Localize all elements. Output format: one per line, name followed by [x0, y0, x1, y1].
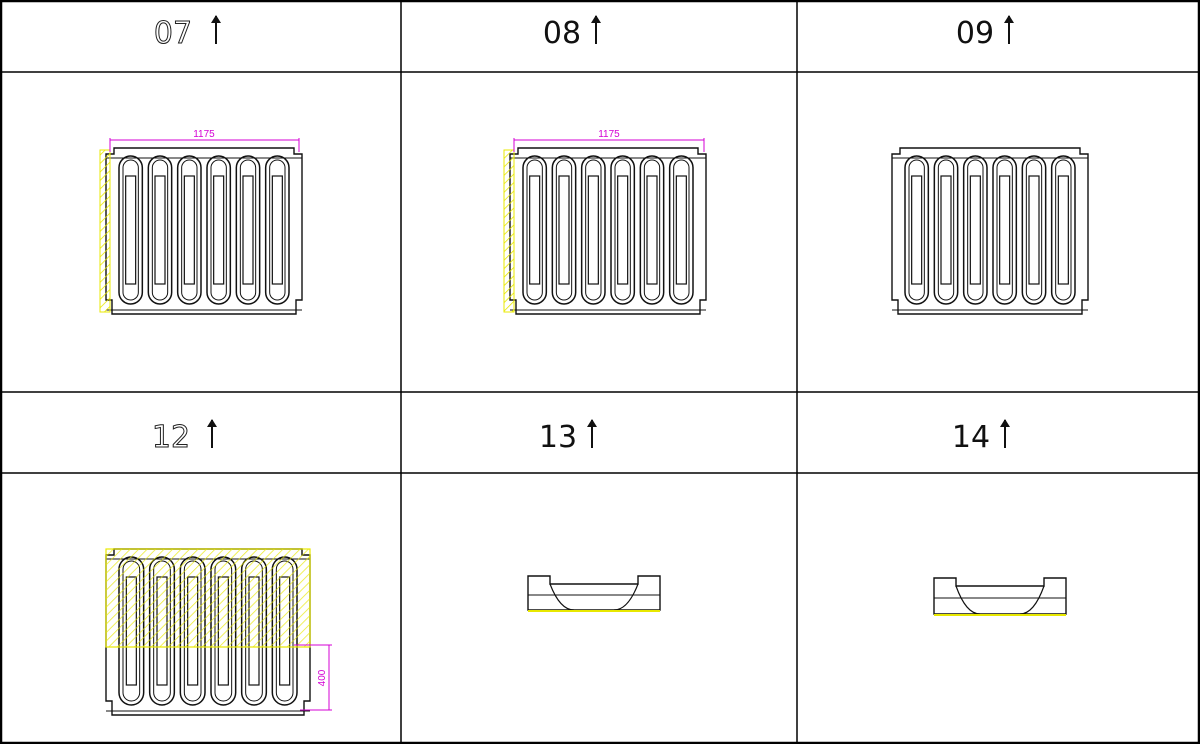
tube-mid	[239, 159, 257, 301]
cell-label: 07	[154, 16, 192, 51]
tube-slot	[271, 175, 283, 285]
cad-drawing-14	[933, 577, 1067, 616]
header-14: 14	[952, 419, 1010, 455]
tube-slot	[1057, 175, 1069, 285]
tube-outer	[147, 155, 173, 305]
tube-slot	[1028, 175, 1040, 285]
tube-slot	[646, 175, 658, 285]
tube-outer	[668, 155, 694, 305]
tube-mid	[122, 159, 139, 301]
tube-outer	[118, 155, 144, 305]
tube-outer	[1050, 155, 1076, 305]
tube-slot	[675, 175, 687, 285]
tube-outer	[962, 155, 988, 305]
hatch-region	[503, 149, 515, 313]
cad-drawing-08	[503, 138, 707, 315]
up-arrow-icon	[211, 15, 221, 44]
cad-drawing-12	[105, 548, 332, 716]
tube-outer	[580, 155, 606, 305]
tube-mid	[996, 159, 1013, 301]
tube-slot	[999, 175, 1011, 285]
tube-outer	[264, 155, 290, 305]
tube-mid	[967, 159, 984, 301]
cad-drawing-07	[99, 138, 303, 315]
tube-mid	[555, 159, 573, 301]
tube-mid	[937, 159, 955, 301]
cad-drawing-13	[527, 575, 661, 612]
tube-mid	[1055, 159, 1072, 301]
tube-outer	[933, 155, 959, 305]
cell-label: 08	[543, 16, 581, 51]
tube-slot	[183, 175, 195, 285]
bracket-outline	[933, 577, 1067, 615]
bracket-outline	[527, 575, 661, 611]
hatch-region	[105, 548, 311, 648]
cell-label: 14	[952, 420, 990, 455]
tube-mid	[1025, 159, 1043, 301]
tube-outer	[610, 155, 636, 305]
cell-label: 09	[956, 16, 994, 51]
tube-outer	[522, 155, 548, 305]
tube-mid	[181, 159, 198, 301]
tube-mid	[210, 159, 227, 301]
tube-outer	[904, 155, 930, 305]
frame-outline	[509, 147, 707, 315]
bracket-arc	[549, 583, 575, 611]
frame-outline	[891, 147, 1089, 315]
cad-drawing-09	[891, 147, 1089, 315]
cell-label: 12	[152, 420, 190, 455]
dimension-width-text: 1175	[598, 129, 620, 140]
tube-outer	[206, 155, 232, 305]
bracket-arc	[613, 583, 639, 611]
tube-mid	[614, 159, 631, 301]
tube-slot	[940, 175, 952, 285]
tube-slot	[242, 175, 254, 285]
tube-slot	[125, 175, 137, 285]
up-arrow-icon	[587, 419, 597, 448]
tube-slot	[558, 175, 570, 285]
tube-outer	[176, 155, 202, 305]
header-13: 13	[539, 419, 597, 455]
tube-outer	[235, 155, 261, 305]
tube-outer	[639, 155, 665, 305]
up-arrow-icon	[591, 15, 601, 44]
bracket-arc	[1019, 585, 1045, 615]
header-09: 09	[956, 15, 1014, 51]
tube-slot	[213, 175, 225, 285]
dimension-height-text: 400	[317, 669, 328, 686]
header-08: 08	[543, 15, 601, 51]
tube-mid	[585, 159, 602, 301]
tube-slot	[969, 175, 981, 285]
tube-slot	[617, 175, 629, 285]
tube-mid	[643, 159, 661, 301]
tube-mid	[151, 159, 169, 301]
cell-label: 13	[539, 420, 577, 455]
tube-mid	[526, 159, 543, 301]
tube-outer	[1021, 155, 1047, 305]
header-12: 12	[151, 419, 217, 456]
up-arrow-icon	[1000, 419, 1010, 448]
frame-outline	[105, 147, 303, 315]
tube-mid	[269, 159, 286, 301]
tube-mid	[908, 159, 925, 301]
hatch-region	[99, 149, 111, 313]
tube-outer	[551, 155, 577, 305]
bracket-arc	[955, 585, 981, 615]
up-arrow-icon	[207, 419, 217, 448]
header-07: 07	[153, 15, 221, 52]
tube-mid	[673, 159, 690, 301]
tube-slot	[587, 175, 599, 285]
tube-slot	[154, 175, 166, 285]
tube-slot	[529, 175, 541, 285]
dimension-width-text: 1175	[193, 129, 215, 140]
up-arrow-icon	[1004, 15, 1014, 44]
tube-slot	[911, 175, 923, 285]
tube-outer	[992, 155, 1018, 305]
